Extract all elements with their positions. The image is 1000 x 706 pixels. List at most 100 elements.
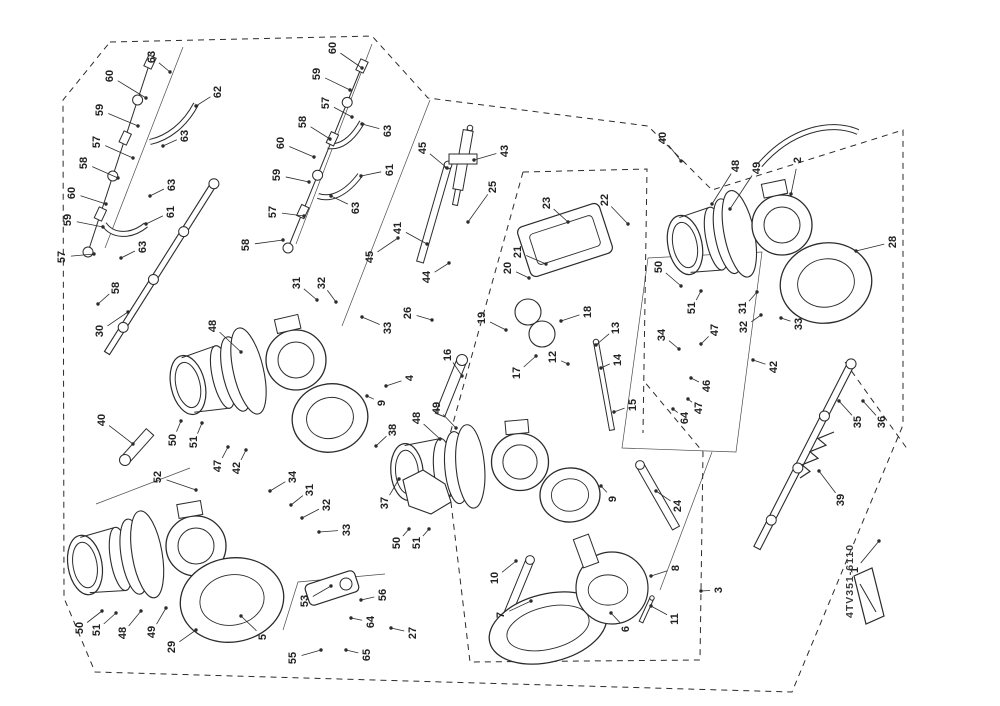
- leader-line: [92, 166, 119, 179]
- leader-endpoint: [136, 124, 140, 128]
- funnel-wall: [181, 345, 216, 359]
- float-chamber-rib: [199, 574, 265, 626]
- carb-bore: [763, 206, 801, 244]
- leader-endpoint: [289, 503, 293, 507]
- leader-line: [117, 80, 147, 99]
- part-number-label: 40: [657, 132, 669, 144]
- leader-line: [327, 290, 337, 303]
- leader-line: [107, 311, 129, 327]
- leader-line: [553, 208, 569, 223]
- leader-endpoint: [302, 214, 306, 218]
- part-number-label: 19: [476, 312, 488, 324]
- leader-line: [375, 435, 387, 447]
- part-number-label: 57: [91, 136, 103, 148]
- carb-body: [265, 329, 327, 391]
- leader-endpoint: [397, 477, 401, 481]
- leader-line: [105, 145, 134, 159]
- part-number-label: 40: [96, 414, 108, 426]
- part-number-label: 42: [768, 361, 780, 373]
- leader-endpoint: [328, 137, 332, 141]
- leader-endpoint: [612, 410, 616, 414]
- leader-endpoint: [654, 489, 658, 493]
- throttle-linkage-block: [760, 178, 789, 199]
- leader-endpoint: [360, 66, 364, 70]
- leader-endpoint: [348, 88, 352, 92]
- diaphragm: [587, 574, 629, 606]
- leader-endpoint: [514, 559, 518, 563]
- part-number-label: 62: [212, 86, 224, 98]
- leader-line: [290, 495, 304, 506]
- part-number-label: 60: [104, 70, 116, 82]
- part-number-label: 38: [387, 424, 399, 436]
- leader-endpoint: [837, 399, 841, 403]
- assembly-boundary-dashed: [522, 168, 648, 434]
- pipe-fitting: [117, 321, 129, 333]
- pipe-fitting: [208, 178, 220, 190]
- leader-line: [128, 610, 142, 627]
- leader-endpoint: [649, 574, 653, 578]
- top-cover-plate: [517, 202, 613, 278]
- leader-line: [729, 175, 753, 210]
- leader-endpoint: [728, 207, 732, 211]
- leader-endpoint: [144, 222, 148, 226]
- link-fitting: [143, 54, 157, 70]
- leader-line: [595, 333, 610, 346]
- part-number-label: 42: [231, 462, 243, 474]
- leader-endpoint: [100, 609, 104, 613]
- leader-endpoint: [544, 262, 548, 266]
- leader-line: [452, 362, 463, 377]
- leader-line: [340, 52, 363, 69]
- pipe-fitting: [845, 358, 857, 370]
- leader-line: [361, 123, 380, 130]
- part-number-label: 33: [793, 318, 805, 330]
- leader-endpoint: [329, 194, 333, 198]
- leader-endpoint: [566, 362, 570, 366]
- intake-funnel-mouth: [666, 214, 704, 276]
- funnel-wall: [80, 526, 116, 538]
- vacuum-piston: [572, 533, 600, 569]
- leader-line: [665, 272, 682, 287]
- part-number-label: 47: [693, 402, 705, 414]
- leader-line: [333, 106, 353, 118]
- leader-endpoint: [384, 384, 388, 388]
- pipe-fitting: [765, 514, 777, 526]
- leader-endpoint: [194, 104, 198, 108]
- leader-line: [108, 425, 134, 445]
- part-number-label: 12: [547, 351, 559, 363]
- part-number-label: 23: [541, 197, 553, 209]
- part-number-label: 58: [297, 116, 309, 128]
- part-number-label: 51: [188, 436, 200, 448]
- leader-line: [790, 168, 797, 195]
- leader-endpoint: [131, 442, 135, 446]
- part-number-label: 45: [364, 251, 376, 263]
- leader-line: [360, 596, 375, 601]
- leader-line: [80, 195, 107, 205]
- leader-line: [748, 291, 758, 302]
- fuel-hose-core: [758, 125, 859, 167]
- leader-endpoint: [360, 122, 364, 126]
- leader-endpoint: [679, 159, 683, 163]
- leader-endpoint: [559, 319, 563, 323]
- leader-line: [310, 126, 331, 140]
- funnel-wall: [679, 206, 710, 219]
- leader-line: [526, 255, 547, 265]
- leader-line: [269, 481, 286, 492]
- panel-outline: [341, 99, 431, 327]
- link-joint: [312, 169, 324, 181]
- leader-endpoint: [148, 194, 152, 198]
- throttle-linkage-block: [504, 418, 530, 436]
- part-number-label: 47: [709, 324, 721, 336]
- leader-endpoint: [139, 609, 143, 613]
- throttle-linkage-block: [273, 313, 302, 335]
- part-number-label: 50: [391, 537, 403, 549]
- leader-endpoint: [710, 202, 714, 206]
- link-joint: [132, 94, 144, 106]
- part-number-label: 30: [94, 325, 106, 337]
- intake-funnel-mouth: [169, 354, 207, 416]
- part-number-label: 27: [407, 627, 419, 639]
- leader-endpoint: [312, 155, 316, 159]
- part-number-label: 63: [166, 179, 178, 191]
- leader-line: [818, 470, 836, 494]
- part-number-label: 32: [321, 499, 333, 511]
- leader-line: [862, 400, 877, 416]
